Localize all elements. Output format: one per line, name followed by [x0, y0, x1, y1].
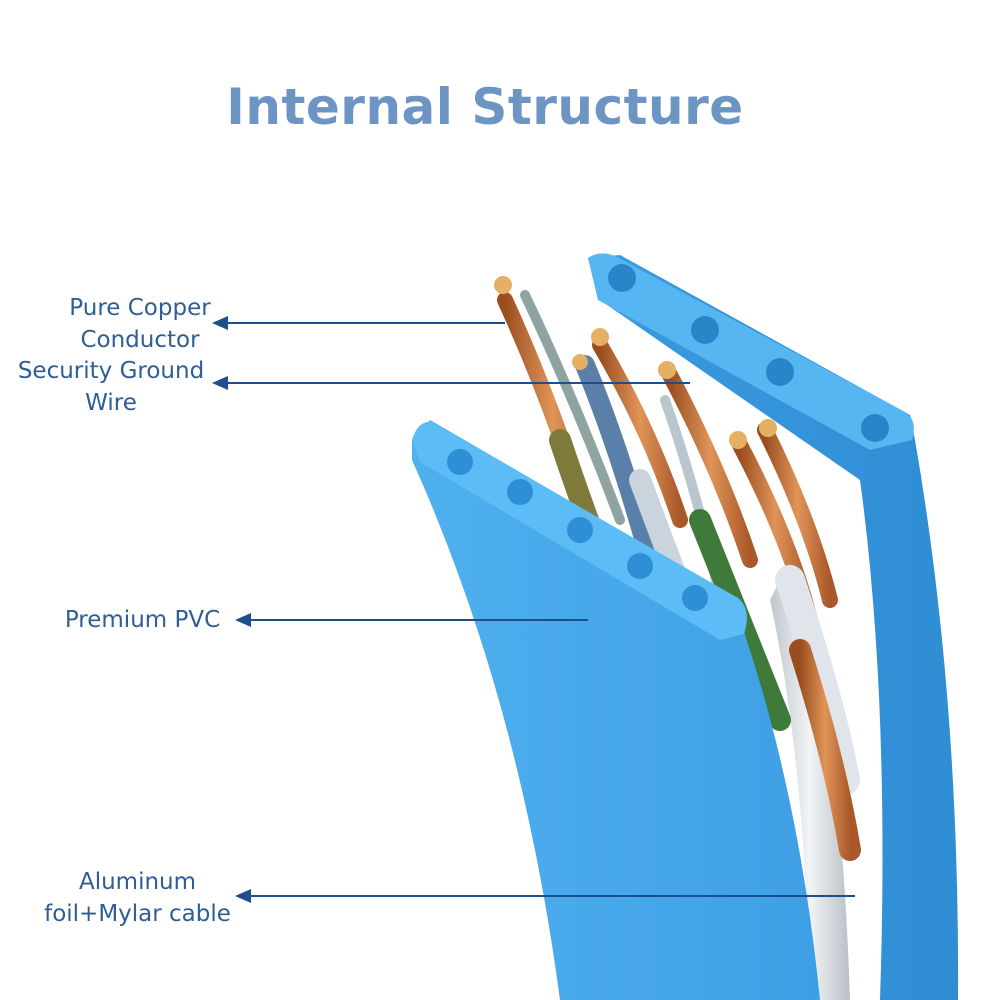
- arrow-pvc: [235, 613, 588, 627]
- callout-arrows: [212, 316, 855, 903]
- arrow-copper: [212, 316, 505, 330]
- label-ground-wire: Security Ground Wire: [17, 358, 205, 416]
- page-title: Internal Structure: [226, 78, 744, 136]
- label-aluminum-foil: Aluminum foil+Mylar cable: [44, 869, 231, 927]
- front-jacket: [412, 420, 820, 1000]
- arrow-foil: [235, 889, 855, 903]
- foil-shield: [770, 560, 850, 1000]
- label-copper-conductor: Pure Copper Conductor: [69, 295, 211, 353]
- back-jacket: [588, 253, 959, 1000]
- label-premium-pvc: Premium PVC: [64, 607, 221, 633]
- arrow-ground: [212, 376, 690, 390]
